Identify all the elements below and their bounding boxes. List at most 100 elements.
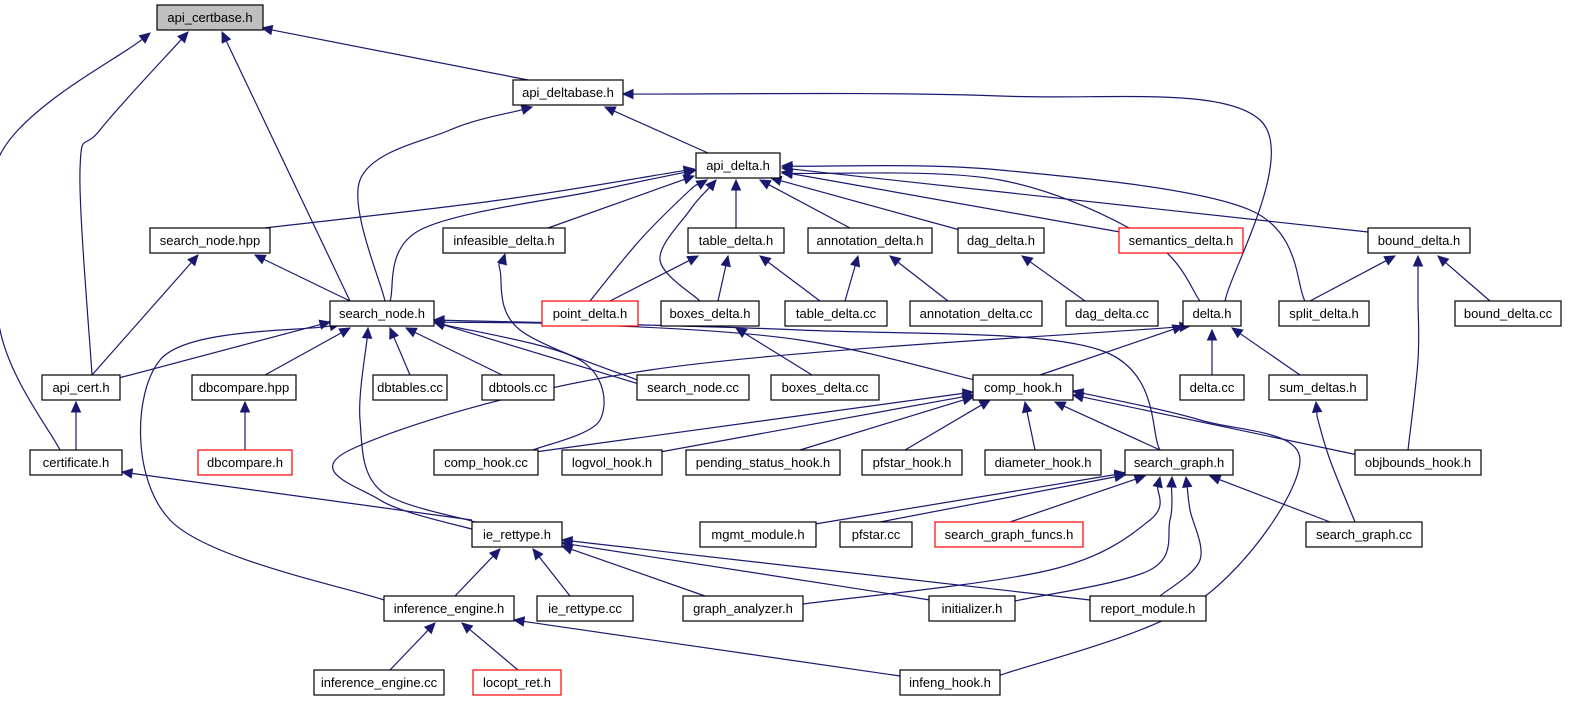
node-box[interactable] [1118,227,1244,254]
node-pfstar-cc[interactable]: pfstar.cc [839,521,913,548]
node-box[interactable] [1305,521,1423,548]
node-search-node-h[interactable]: search_node.h [329,300,435,327]
node-objbounds-hook[interactable]: objbounds_hook.h [1354,449,1482,476]
node-search-graph-cc[interactable]: search_graph.cc [1305,521,1423,548]
node-table-delta-cc[interactable]: table_delta.cc [784,300,888,327]
node-box[interactable] [984,449,1102,476]
node-box[interactable] [1354,449,1482,476]
node-box[interactable] [156,4,264,31]
node-box[interactable] [541,300,639,327]
node-api-deltabase[interactable]: api_deltabase.h [512,79,624,106]
node-annotation-delta-cc[interactable]: annotation_delta.cc [909,300,1043,327]
node-dbcompare-hpp[interactable]: dbcompare.hpp [191,374,297,401]
node-box[interactable] [442,227,566,254]
node-box[interactable] [699,521,817,548]
node-certificate[interactable]: certificate.h [29,449,123,476]
node-point-delta[interactable]: point_delta.h [541,300,639,327]
node-api-certbase[interactable]: api_certbase.h [156,4,264,31]
node-box[interactable] [957,227,1045,254]
node-box[interactable] [197,449,293,476]
node-inference-engine-cc[interactable]: inference_engine.cc [313,669,445,696]
node-semantics-delta[interactable]: semantics_delta.h [1118,227,1244,254]
node-box[interactable] [1278,300,1370,327]
node-box[interactable] [471,521,563,548]
node-dbtables[interactable]: dbtables.cc [372,374,448,401]
node-box[interactable] [839,521,913,548]
node-dbcompare-h[interactable]: dbcompare.h [197,449,293,476]
node-box[interactable] [481,374,555,401]
node-locopt-ret[interactable]: locopt_ret.h [472,669,562,696]
node-box[interactable] [41,374,121,401]
node-graph-analyzer[interactable]: graph_analyzer.h [682,595,804,622]
node-mgmt-module[interactable]: mgmt_module.h [699,521,817,548]
node-bound-delta-cc[interactable]: bound_delta.cc [1454,300,1562,327]
node-box[interactable] [191,374,297,401]
node-api-cert[interactable]: api_cert.h [41,374,121,401]
node-box[interactable] [512,79,624,106]
node-api-delta[interactable]: api_delta.h [695,152,781,179]
node-box[interactable] [636,374,750,401]
node-box[interactable] [1179,374,1245,401]
node-box[interactable] [1454,300,1562,327]
node-box[interactable] [1065,300,1159,327]
node-box[interactable] [909,300,1043,327]
node-search-node-hpp[interactable]: search_node.hpp [149,227,271,254]
node-box[interactable] [682,595,804,622]
node-box[interactable] [685,449,841,476]
node-initializer[interactable]: initializer.h [928,595,1016,622]
node-box[interactable] [433,449,539,476]
node-box[interactable] [1089,595,1207,622]
node-boxes-delta[interactable]: boxes_delta.h [660,300,760,327]
node-box[interactable] [472,669,562,696]
node-box[interactable] [899,669,1001,696]
node-bound-delta[interactable]: bound_delta.h [1367,227,1471,254]
node-sum-deltas[interactable]: sum_deltas.h [1268,374,1368,401]
node-search-graph-funcs[interactable]: search_graph_funcs.h [934,521,1084,548]
node-comp-hook-h[interactable]: comp_hook.h [972,374,1074,401]
node-box[interactable] [149,227,271,254]
node-box[interactable] [770,374,880,401]
node-dbtools[interactable]: dbtools.cc [481,374,555,401]
node-search-graph-h[interactable]: search_graph.h [1124,449,1234,476]
node-box[interactable] [313,669,445,696]
node-ie-rettype-cc[interactable]: ie_rettype.cc [536,595,634,622]
node-dag-delta-cc[interactable]: dag_delta.cc [1065,300,1159,327]
node-box[interactable] [372,374,448,401]
node-box[interactable] [687,227,785,254]
node-diameter-hook[interactable]: diameter_hook.h [984,449,1102,476]
node-boxes-delta-cc[interactable]: boxes_delta.cc [770,374,880,401]
node-box[interactable] [1268,374,1368,401]
node-infeasible-delta[interactable]: infeasible_delta.h [442,227,566,254]
node-pending-status-hook[interactable]: pending_status_hook.h [685,449,841,476]
node-table-delta[interactable]: table_delta.h [687,227,785,254]
node-comp-hook-cc[interactable]: comp_hook.cc [433,449,539,476]
node-box[interactable] [934,521,1084,548]
node-ie-rettype-h[interactable]: ie_rettype.h [471,521,563,548]
node-box[interactable] [1367,227,1471,254]
node-report-module[interactable]: report_module.h [1089,595,1207,622]
node-box[interactable] [536,595,634,622]
node-pfstar-hook[interactable]: pfstar_hook.h [861,449,963,476]
node-box[interactable] [695,152,781,179]
node-box[interactable] [660,300,760,327]
node-logvol-hook[interactable]: logvol_hook.h [561,449,663,476]
node-box[interactable] [383,595,515,622]
node-dag-delta[interactable]: dag_delta.h [957,227,1045,254]
node-box[interactable] [561,449,663,476]
node-box[interactable] [861,449,963,476]
node-box[interactable] [807,227,933,254]
node-box[interactable] [928,595,1016,622]
node-search-node-cc[interactable]: search_node.cc [636,374,750,401]
node-box[interactable] [972,374,1074,401]
node-delta-h[interactable]: delta.h [1182,300,1242,327]
node-box[interactable] [329,300,435,327]
node-box[interactable] [29,449,123,476]
node-infeng-hook[interactable]: infeng_hook.h [899,669,1001,696]
node-box[interactable] [1124,449,1234,476]
node-inference-engine-h[interactable]: inference_engine.h [383,595,515,622]
node-annotation-delta[interactable]: annotation_delta.h [807,227,933,254]
node-split-delta[interactable]: split_delta.h [1278,300,1370,327]
node-delta-cc[interactable]: delta.cc [1179,374,1245,401]
node-box[interactable] [1182,300,1242,327]
node-box[interactable] [784,300,888,327]
